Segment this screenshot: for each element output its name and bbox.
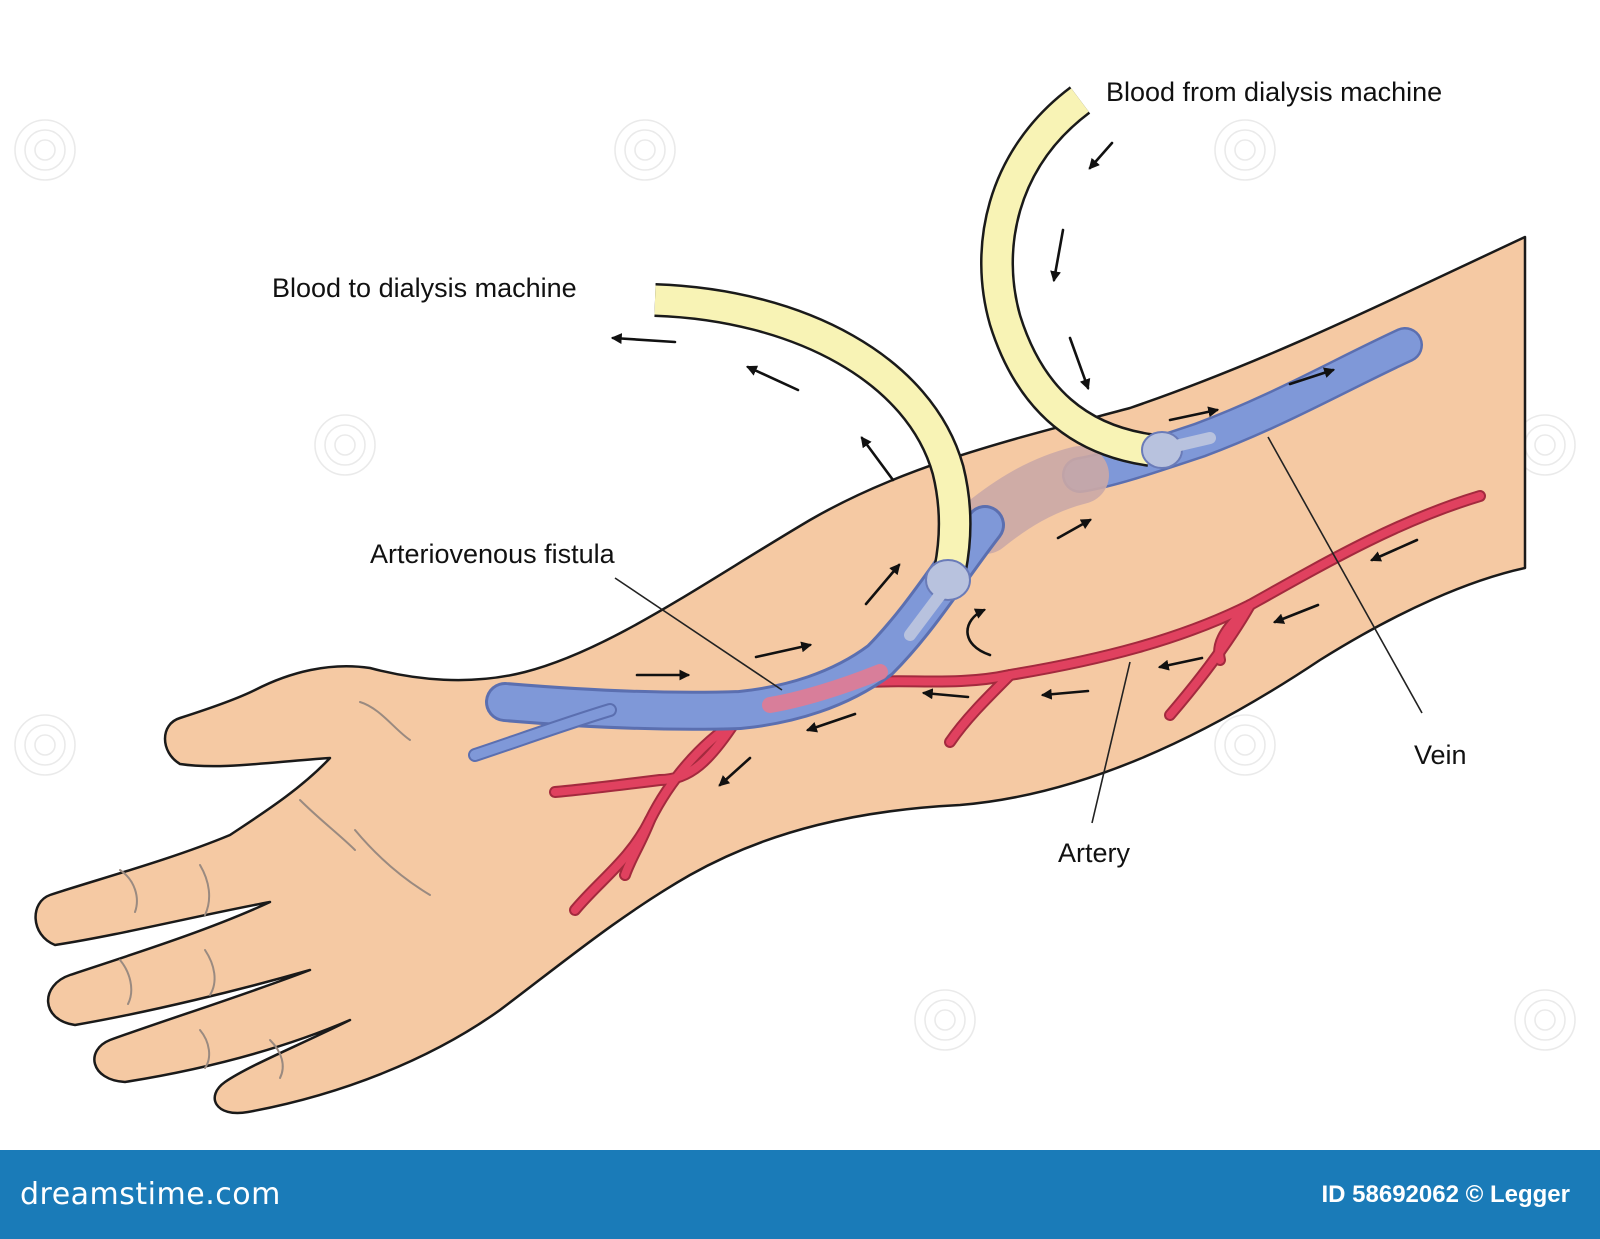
arrow — [746, 365, 800, 392]
arrow — [1157, 656, 1204, 671]
leader-lines — [614, 436, 1423, 824]
arrow — [1272, 603, 1320, 624]
label-blood-from-machine: Blood from dialysis machine — [1106, 77, 1442, 107]
arrow — [1050, 228, 1065, 283]
dialysis-tubes — [654, 86, 1216, 641]
flow-arrows — [610, 141, 1419, 787]
arrow — [1168, 406, 1220, 422]
arrow — [966, 608, 992, 657]
arrow — [610, 333, 677, 345]
arrow — [1056, 518, 1092, 540]
footer-author: © Legger — [1465, 1180, 1570, 1208]
arrow — [1068, 336, 1091, 391]
hand-creases — [119, 701, 431, 1079]
footer-bar: dreamstime.com ID 58692062 © Legger — [0, 1150, 1600, 1239]
label-fistula: Arteriovenous fistula — [370, 539, 616, 569]
arrow — [1288, 367, 1336, 386]
arrow — [754, 641, 813, 659]
fistula-diagram: Blood from dialysis machine Blood to dia… — [14, 77, 1576, 1115]
label-vein: Vein — [1414, 740, 1467, 770]
arrow — [805, 712, 857, 733]
arm-outline — [34, 235, 1527, 1115]
arrow — [1088, 141, 1114, 170]
arrow — [921, 688, 970, 700]
label-blood-to-machine: Blood to dialysis machine — [272, 273, 577, 303]
footer-site-logo[interactable]: dreamstime.com — [20, 1177, 281, 1212]
arrow — [718, 756, 752, 787]
footer-image-id: ID 58692062 — [1321, 1180, 1459, 1208]
arrow — [864, 563, 901, 606]
footer-image-credit: ID 58692062 © Legger — [1322, 1181, 1571, 1209]
arrow — [1370, 538, 1419, 562]
arrow — [860, 436, 895, 482]
arrow — [1040, 688, 1090, 700]
label-artery: Artery — [1058, 838, 1131, 868]
artery-vessel — [549, 490, 1486, 916]
